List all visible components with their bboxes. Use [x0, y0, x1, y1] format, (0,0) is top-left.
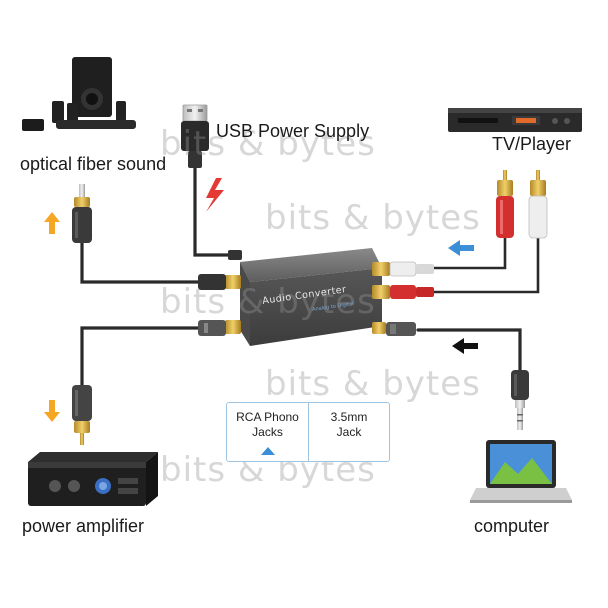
legend-jack-line1: 3.5mm: [330, 410, 368, 424]
rca-white-cable: [430, 236, 507, 270]
watermark: bits & bytes: [265, 198, 481, 238]
label-computer: computer: [474, 516, 550, 536]
amplifier-icon: [28, 452, 158, 506]
legend-rca: RCA Phono Jacks: [227, 403, 309, 461]
watermark: bits & bytes: [265, 364, 481, 404]
legend-pointer-icon: [261, 447, 275, 455]
box-left-connectors: [198, 274, 226, 336]
legend-jack: 3.5mm Jack: [309, 403, 389, 461]
box-aux-connector: [386, 322, 416, 336]
arrow-up-yellow-icon: [44, 212, 60, 234]
optical-cable: [80, 241, 202, 284]
amplifier-cable: [80, 326, 202, 387]
arrow-down-yellow-icon: [44, 400, 60, 422]
box-rca-connectors: [389, 261, 434, 299]
soundbar-icon: [22, 57, 136, 131]
legend-jack-line2: Jack: [336, 425, 362, 439]
lightning-icon: [206, 178, 224, 212]
rca-plug-icon: [496, 170, 548, 239]
watermark: bits & bytes: [160, 282, 376, 322]
watermark: bits & bytes: [160, 124, 376, 164]
label-tv-player: TV/Player: [492, 134, 572, 154]
usb-cable: [193, 166, 240, 257]
arrow-left-blue-icon: [448, 240, 474, 256]
optical-plug-icon: [72, 184, 92, 243]
jack-legend: RCA Phono Jacks 3.5mm Jack: [226, 402, 390, 462]
legend-rca-line1: RCA Phono: [236, 410, 299, 424]
laptop-icon: [470, 440, 572, 503]
aux-jack-icon: [511, 370, 529, 430]
label-optical-fiber-sound: optical fiber sound: [20, 154, 167, 174]
aux-cable: [416, 328, 522, 372]
label-usb-power-supply: USB Power Supply: [216, 121, 370, 141]
dvd-player-icon: [448, 108, 582, 132]
label-power-amplifier: power amplifier: [22, 516, 145, 536]
converter-box-icon: [225, 248, 390, 346]
rca-red-cable: [430, 236, 540, 294]
legend-rca-line2: Jacks: [252, 425, 283, 439]
usb-plug-icon: [181, 104, 209, 168]
arrow-left-black-icon: [452, 338, 478, 354]
cables: [80, 166, 540, 387]
amplifier-plug-icon: [72, 385, 92, 445]
